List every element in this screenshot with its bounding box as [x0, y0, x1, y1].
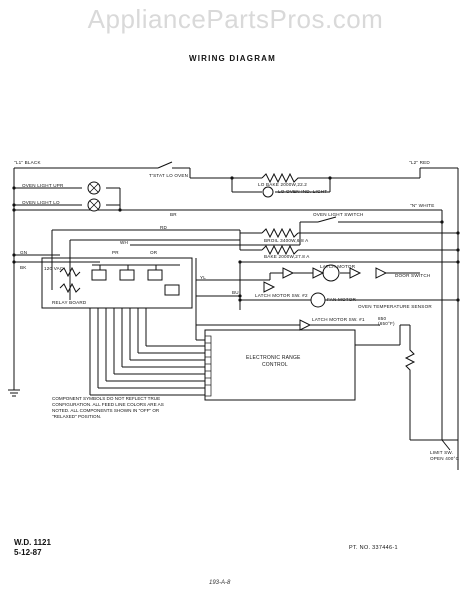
component-note: COMPONENT SYMBOLS DO NOT REFLECT TRUE CO… — [52, 396, 164, 419]
temperature-sensor — [404, 345, 416, 440]
label-bu: BU — [232, 290, 239, 295]
label-latch-sw1: LATCH MOTOR SW. #1 — [312, 317, 365, 322]
wd-number: W.D. 1121 — [14, 538, 51, 547]
label-erc: ELECTRONIC RANGE — [246, 355, 301, 361]
door-diode — [375, 267, 388, 279]
label-wh: WH — [120, 240, 129, 245]
label-bake: BAKE 2000W,27.8 A — [264, 254, 310, 259]
watermark: AppliancePartsPros.com — [87, 4, 384, 34]
lo-oven-indicator-light — [262, 186, 274, 198]
label-vac: 120 VAC — [44, 266, 64, 271]
bake-element — [261, 244, 299, 256]
label-light-switch: OVEN LIGHT SWITCH — [313, 212, 364, 217]
label-sensor-value: 850 (650°F) — [378, 316, 395, 326]
label-latch-motor: LATCH MOTOR — [320, 264, 356, 269]
label-gn: GN — [20, 250, 28, 255]
label-broil: BROIL 3400W,6.8 A — [264, 238, 309, 243]
label-fan-motor: FAN MOTOR — [327, 297, 357, 302]
label-pr: PR — [112, 250, 119, 255]
lo-bake-element — [261, 172, 300, 184]
broil-element — [261, 227, 299, 239]
label-door-switch: DOOR SWITCH — [395, 273, 431, 278]
latch-diode-1 — [282, 267, 295, 279]
label-br: BR — [170, 212, 177, 217]
label-relay-board: RELAY BOARD — [52, 300, 87, 305]
label-yl: YL — [200, 275, 207, 280]
limit-switch — [441, 439, 451, 451]
label-l2: "L2" RED — [409, 160, 430, 165]
tstat-switch — [157, 161, 173, 169]
label-l1: "L1" BLACK — [14, 160, 41, 165]
part-number: PT. NO. 337446-1 — [349, 545, 398, 551]
label-erc-2: CONTROL — [262, 362, 288, 368]
label-lo-bake: LO BAKE 2000W,22.2 — [258, 182, 308, 187]
diagram-title: WIRING DIAGRAM — [189, 54, 277, 63]
latch-diode-3 — [349, 267, 362, 279]
label-rd: RD — [160, 225, 168, 230]
label-n: "N" WHITE — [410, 203, 435, 208]
label-temp-sensor: OVEN TEMPERATURE SENSOR — [358, 304, 432, 309]
latch-diode-2 — [312, 267, 325, 279]
label-bk: BK — [20, 265, 27, 270]
latch-motor — [322, 264, 340, 282]
footer-code: 193-A-8 — [209, 580, 231, 586]
label-limit: LIMIT SW. — [430, 450, 454, 455]
relay-board — [41, 257, 193, 309]
label-or: OR — [150, 250, 158, 255]
fan-motor — [310, 292, 326, 308]
label-limit-2: OPEN 400°C — [430, 456, 460, 461]
label-lamp-lower: OVEN LIGHT LO — [22, 200, 60, 205]
label-latch-sw2: LATCH MOTOR SW. #2 — [255, 293, 308, 298]
diagram-date: 5-12-87 — [14, 548, 42, 557]
label-lamp-upper: OVEN LIGHT UPR — [22, 183, 64, 188]
label-tstat: T'STAT LO OVEN — [149, 173, 189, 178]
label-lo-oven-ind: LO OVEN IND. LIGHT — [278, 189, 328, 194]
